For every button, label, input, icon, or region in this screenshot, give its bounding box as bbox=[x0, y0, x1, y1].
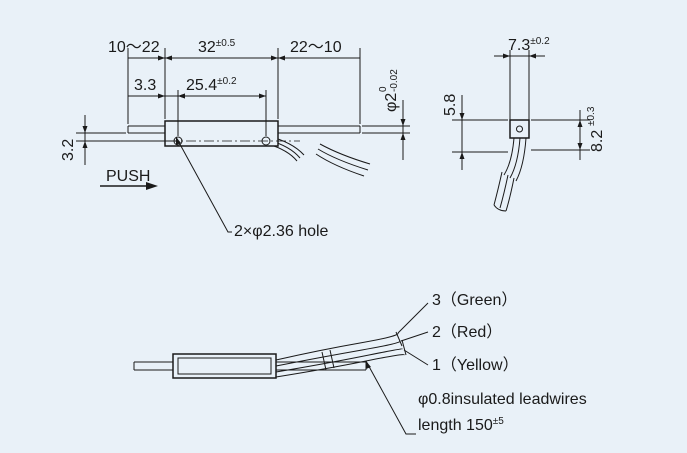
dim-lead-right: 22～10 bbox=[290, 39, 342, 56]
svg-text:0: 0 bbox=[378, 86, 389, 92]
end-view-rod bbox=[516, 125, 523, 133]
mount-hole-right bbox=[261, 136, 271, 146]
assembly-view: 3（Green） 2（Red） 1（Yellow） φ0.8insulated … bbox=[133, 291, 587, 435]
dim-body-length: 32±0.5 bbox=[198, 38, 236, 56]
svg-text:8.2: 8.2 bbox=[589, 130, 606, 152]
end-view: 7.3±0.2 5.8 8.2 ±0.3 bbox=[442, 36, 606, 212]
dim-hole-pitch: 25.4±0.2 bbox=[186, 76, 237, 94]
dim-width: 7.3±0.2 bbox=[508, 36, 550, 54]
end-view-body bbox=[509, 119, 530, 139]
dim-lead-left: 10～22 bbox=[108, 39, 160, 56]
label-wire-red: 2（Red） bbox=[432, 323, 502, 341]
label-length: length 150±5 bbox=[418, 416, 504, 434]
label-wire-yellow: 1（Yellow） bbox=[432, 356, 519, 374]
dim-depth-total: 8.2 ±0.3 bbox=[586, 106, 606, 152]
label-wire-green: 3（Green） bbox=[432, 291, 517, 309]
side-view: 10～22 32±0.5 22～10 3.3 25.4±0.2 3.2 PUSH… bbox=[60, 38, 410, 240]
label-holes: 2×φ2.36 hole bbox=[234, 223, 329, 240]
dim-offset: 3.3 bbox=[134, 77, 156, 94]
dim-height: 3.2 bbox=[60, 139, 77, 161]
svg-text:φ2: φ2 bbox=[383, 93, 400, 112]
label-push: PUSH bbox=[106, 168, 150, 185]
label-leadwires: φ0.8insulated leadwires bbox=[418, 391, 587, 408]
svg-text:-0.02: -0.02 bbox=[389, 69, 400, 92]
svg-text:±0.3: ±0.3 bbox=[586, 106, 597, 126]
sensor-body bbox=[164, 120, 279, 147]
dim-depth: 5.8 bbox=[442, 94, 459, 116]
dim-rod-diameter: φ2 0 -0.02 bbox=[378, 69, 400, 112]
